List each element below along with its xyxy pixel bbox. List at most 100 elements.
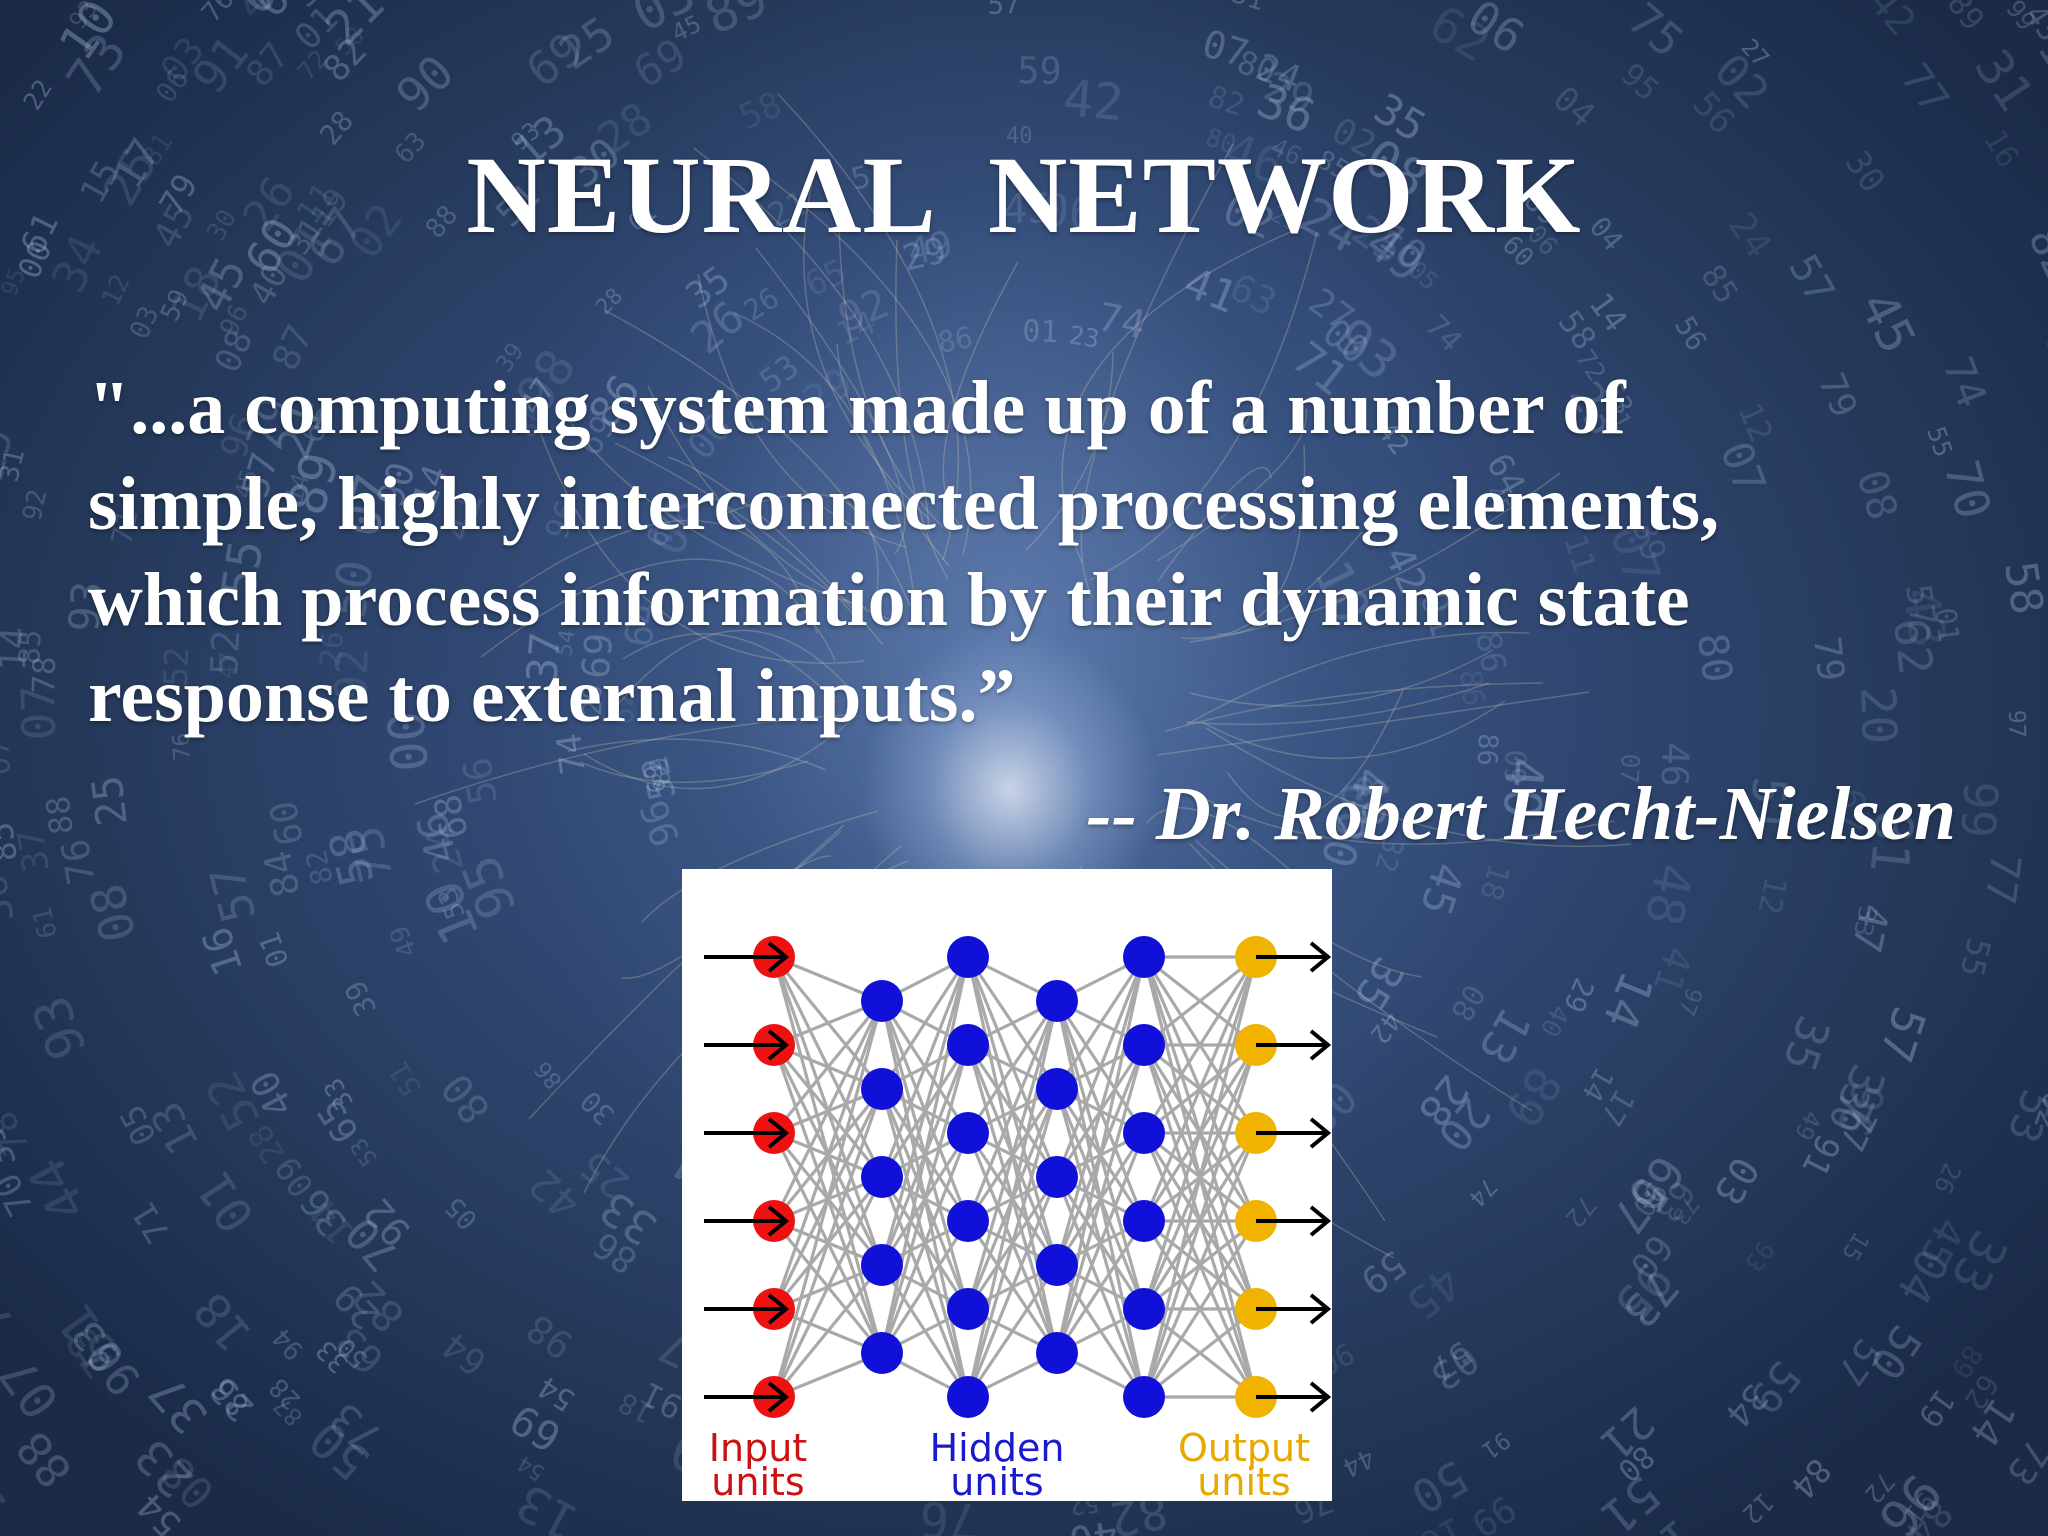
bg-digit: 44: [1338, 1442, 1379, 1483]
fibre: [667, 456, 884, 646]
input-arrow-head: [767, 1293, 790, 1325]
connection-edge: [880, 956, 970, 1178]
bg-digit: 76: [53, 835, 104, 888]
bg-digit: 89: [644, 754, 677, 788]
fibre: [537, 425, 865, 664]
bg-digit: 40: [1491, 755, 1554, 820]
nodes: [753, 936, 1277, 1418]
bg-digit: 80: [2037, 327, 2048, 379]
fibre: [836, 343, 950, 567]
bg-digit: 85: [1693, 258, 1746, 311]
bg-digit: 49: [1336, 764, 1401, 830]
hidden-node: [1123, 1112, 1165, 1154]
bg-digit: 37: [11, 826, 58, 875]
hidden-node: [1036, 1332, 1078, 1374]
bg-digit: 67: [1827, 786, 1872, 833]
fibre: [726, 493, 879, 613]
fibre: [733, 312, 914, 590]
bg-digit: 75: [338, 821, 404, 888]
hidden-node: [1036, 1156, 1078, 1198]
fibre: [1080, 143, 1234, 598]
bg-digit: 48: [1037, 1526, 1082, 1536]
output-arrow-head: [1309, 941, 1332, 973]
bg-digit: 58: [319, 823, 386, 891]
bg-digit: 52: [633, 752, 685, 805]
fibre: [1189, 472, 1561, 643]
fibre: [803, 172, 930, 520]
hidden-node: [1036, 1244, 1078, 1286]
bg-digit: 01: [1928, 606, 1966, 645]
bg-digit: 01: [1022, 314, 1059, 350]
bg-digit: 26: [313, 630, 350, 668]
bg-digit: 06: [1040, 183, 1098, 240]
bg-digit: 82: [1204, 79, 1249, 123]
hidden-node: [861, 980, 903, 1022]
bg-digit: 35: [1772, 1009, 1840, 1078]
bg-digit: 20: [1849, 685, 1907, 745]
hidden-node: [861, 1068, 903, 1110]
output-arrow-head: [1309, 1381, 1332, 1413]
bg-digit: 16: [194, 921, 253, 981]
arrows: [704, 941, 1332, 1413]
hidden-node: [1036, 980, 1078, 1022]
fibre: [838, 222, 951, 534]
connection-edge: [1142, 956, 1258, 1310]
bg-digit: 41: [311, 0, 380, 8]
hidden-node: [947, 1112, 989, 1154]
bg-digit: 74: [1934, 350, 1997, 413]
input-arrow-head: [767, 941, 790, 973]
bg-digit: 75: [0, 1266, 26, 1347]
bg-digit: 03: [1422, 1335, 1486, 1399]
bg-digit: 64: [435, 1324, 494, 1383]
bg-digit: 15: [1836, 1227, 1875, 1266]
bg-digit: 42: [1061, 69, 1126, 132]
bg-digit: 47: [215, 652, 241, 680]
bg-digit: 60: [262, 798, 312, 849]
bg-digit: 57: [1897, 582, 1942, 629]
fibre: [480, 558, 836, 661]
bg-digit: 85: [12, 629, 48, 666]
bg-digit: 55: [1953, 934, 1999, 980]
hidden-node: [1123, 1376, 1165, 1418]
bg-digit: 77: [1891, 55, 1959, 123]
connection-edge: [1055, 956, 1146, 1090]
bg-digit: 08: [79, 878, 147, 948]
bg-digit: 81: [1858, 808, 1924, 877]
hidden-node: [947, 1376, 989, 1418]
quote-line: which process information by their dynam…: [88, 558, 1690, 642]
bg-digit: 51: [1739, 775, 1797, 834]
hidden-node: [947, 1024, 989, 1066]
output-arrow-head: [1309, 1293, 1332, 1325]
label-line: Output: [1178, 1426, 1310, 1470]
output-arrow-head: [1309, 1205, 1332, 1237]
connection-edge: [966, 1000, 1059, 1398]
bg-digit: 12: [1736, 1486, 1779, 1529]
bg-digit: 42: [1859, 0, 1924, 44]
connection-edge: [772, 1000, 884, 1310]
bg-digit: 26: [1928, 1158, 1967, 1198]
fibre: [614, 629, 859, 709]
hidden-node: [947, 936, 989, 978]
connection-edge: [1055, 1132, 1146, 1354]
bg-digit: 12: [1731, 397, 1781, 447]
fibre: [579, 760, 809, 783]
connection-edge: [880, 956, 970, 1090]
hidden-node: [1123, 1200, 1165, 1242]
connection-edge: [1055, 956, 1146, 1266]
connection-edge: [1055, 956, 1146, 1178]
bg-digit: 88: [39, 794, 81, 837]
bg-digit: 51: [1228, 0, 1268, 17]
connection-edge: [966, 1264, 1059, 1398]
bg-digit: 74: [1463, 1173, 1501, 1211]
bg-digit: 13: [507, 1472, 587, 1536]
hidden-node: [861, 1332, 903, 1374]
fibre: [697, 273, 907, 548]
quote: "...a computing system made up of a numb…: [88, 360, 1719, 744]
connection-edge: [880, 1220, 970, 1354]
bg-digit: 07: [0, 1346, 71, 1429]
fibre: [1185, 682, 1490, 725]
bg-digit: 76: [169, 732, 196, 761]
bg-digit: 71: [124, 1196, 178, 1250]
fibre: [1146, 807, 1319, 897]
bg-digit: 01: [186, 1162, 266, 1243]
